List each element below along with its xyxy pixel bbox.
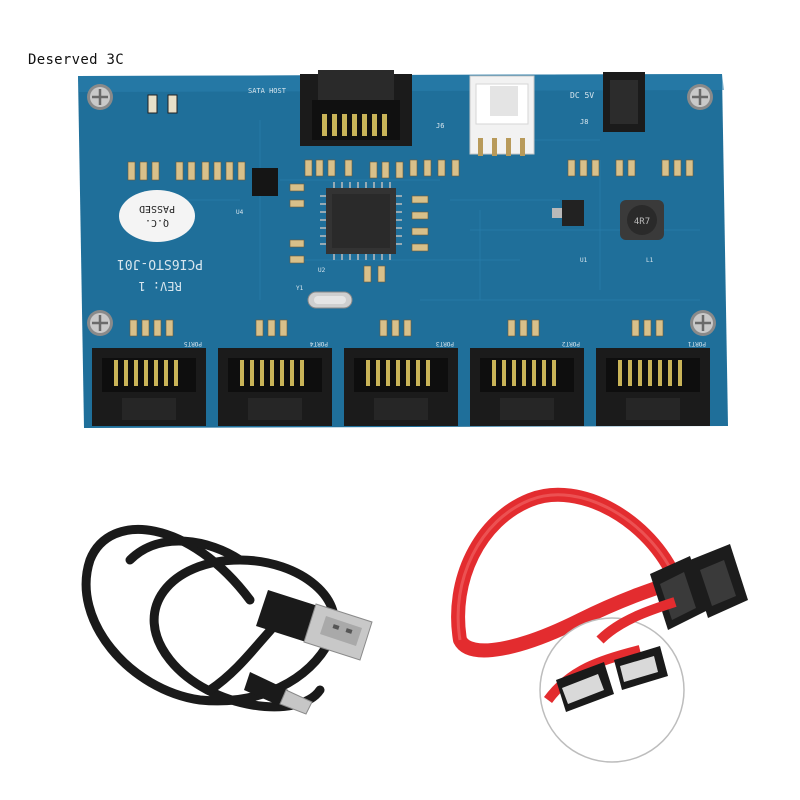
model-label: PCI6STO-J01 <box>117 256 203 271</box>
voltage-regulator: U1 <box>552 200 588 264</box>
usb-a-plug <box>256 590 373 661</box>
watermark-text: Deserved 3C <box>28 52 125 68</box>
port4-label: PORT4 <box>310 340 328 347</box>
u4-label: U4 <box>236 209 244 216</box>
qc-line-1: Q.C. <box>145 217 169 228</box>
port3-label: PORT3 <box>436 340 454 347</box>
inductor-marking: 4R7 <box>634 217 650 227</box>
power-header: J6 <box>436 75 535 156</box>
inductor: 4R7 L1 <box>620 200 664 264</box>
u1-label: U1 <box>580 257 588 264</box>
sata-data-cable <box>451 487 748 658</box>
sata-host-label: SATA HOST <box>248 87 287 95</box>
u2-label: U2 <box>318 267 326 274</box>
port5-label: PORT5 <box>184 340 202 347</box>
port1-label: PORT1 <box>688 340 706 347</box>
y1-label: Y1 <box>296 285 304 292</box>
sata-port-connectors <box>92 348 710 426</box>
connector-zoom-inset <box>539 597 685 763</box>
dc-label: DC 5V <box>570 91 594 100</box>
revision-label: REV: 1 <box>138 279 181 293</box>
qc-line-2: PASSED <box>139 203 175 214</box>
dc-barrel-plug <box>244 672 313 715</box>
sata-multiplier-board: SATA HOST J6 DC 5V J8 <box>78 70 728 428</box>
port2-label: PORT2 <box>562 340 580 347</box>
qc-passed-stamp: Q.C. PASSED <box>119 190 195 242</box>
crystal: Y1 <box>296 285 353 309</box>
j6-label: J6 <box>436 122 444 130</box>
dc-jack: DC 5V J8 <box>570 72 645 132</box>
sata-host-connector: SATA HOST <box>248 70 412 146</box>
controller-chip: U2 <box>318 182 402 274</box>
l1-label: L1 <box>646 257 654 264</box>
screw-icon <box>87 84 716 336</box>
j8-label: J8 <box>580 118 588 126</box>
